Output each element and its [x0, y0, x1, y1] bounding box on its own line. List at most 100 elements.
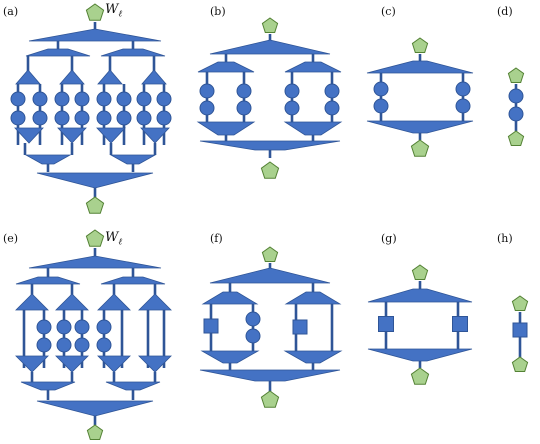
- site-tensor-circle: [32, 110, 48, 126]
- site-tensor-circle: [96, 319, 112, 335]
- boundary-pentagon: [410, 139, 430, 157]
- site-tensor-circle: [236, 83, 252, 99]
- site-tensor-circle: [96, 91, 112, 107]
- isometry-triangle: [57, 127, 87, 144]
- site-tensor-circle: [116, 91, 132, 107]
- isometry-trapezoid: [105, 381, 161, 391]
- site-tensor-circle: [373, 98, 389, 114]
- site-tensor-circle: [96, 110, 112, 126]
- isometry-trapezoid: [15, 276, 81, 285]
- isometry-trapezoid: [201, 291, 259, 305]
- boundary-pentagon: [260, 161, 280, 179]
- operator-label-e: Wℓ: [105, 230, 123, 248]
- site-tensor-circle: [74, 319, 90, 335]
- site-tensor-circle: [199, 83, 215, 99]
- isometry-triangle: [36, 400, 154, 417]
- site-tensor-circle: [74, 110, 90, 126]
- panel-label-f: (f): [210, 232, 223, 245]
- site-tensor-circle: [324, 100, 340, 116]
- boundary-pentagon: [410, 367, 430, 385]
- isometry-triangle: [97, 355, 131, 373]
- site-tensor-circle: [10, 110, 26, 126]
- boundary-pentagon: [411, 37, 429, 53]
- site-tensor-circle: [508, 106, 524, 122]
- site-tensor-circle: [74, 91, 90, 107]
- isometry-triangle: [28, 255, 162, 269]
- site-tensor-circle: [156, 91, 172, 107]
- isometry-triangle: [141, 69, 167, 85]
- isometry-triangle: [15, 293, 49, 311]
- isometry-triangle: [15, 69, 41, 85]
- site-tensor-circle: [96, 337, 112, 353]
- isometry-trapezoid: [284, 291, 342, 305]
- operator-label-a: Wℓ: [105, 2, 123, 20]
- panel-label-b: (b): [210, 5, 226, 18]
- site-tensor-circle: [245, 311, 261, 327]
- site-tensor-circle: [36, 319, 52, 335]
- isometry-trapezoid: [199, 369, 341, 382]
- isometry-triangle: [96, 127, 126, 144]
- boundary-pentagon: [86, 424, 104, 440]
- isometry-trapezoid: [199, 140, 341, 151]
- isometry-triangle: [209, 267, 331, 284]
- site-tensor-square: [452, 316, 468, 332]
- panel-label-a: (a): [3, 5, 19, 18]
- boundary-pentagon: [260, 390, 280, 408]
- isometry-triangle: [138, 355, 172, 373]
- isometry-trapezoid: [100, 276, 166, 285]
- site-tensor-square: [378, 316, 394, 332]
- boundary-pentagon: [85, 3, 105, 21]
- isometry-trapezoid: [25, 48, 91, 57]
- isometry-trapezoid: [100, 48, 166, 57]
- boundary-pentagon: [507, 130, 525, 146]
- isometry-trapezoid: [367, 348, 473, 362]
- site-tensor-square: [512, 322, 528, 338]
- isometry-triangle: [209, 39, 331, 55]
- site-tensor-circle: [74, 337, 90, 353]
- site-tensor-circle: [199, 100, 215, 116]
- isometry-triangle: [97, 293, 131, 311]
- boundary-pentagon: [85, 229, 105, 247]
- isometry-trapezoid: [109, 154, 157, 165]
- isometry-trapezoid: [196, 121, 256, 136]
- isometry-trapezoid: [20, 381, 76, 391]
- site-tensor-circle: [54, 110, 70, 126]
- boundary-pentagon: [507, 67, 525, 83]
- isometry-triangle: [59, 69, 85, 85]
- isometry-trapezoid: [283, 350, 343, 364]
- site-tensor-circle: [373, 81, 389, 97]
- site-tensor-circle: [116, 110, 132, 126]
- boundary-pentagon: [261, 17, 279, 33]
- isometry-triangle: [28, 28, 162, 42]
- boundary-pentagon: [411, 264, 429, 280]
- site-tensor-circle: [136, 110, 152, 126]
- site-tensor-circle: [10, 91, 26, 107]
- isometry-trapezoid: [200, 350, 260, 364]
- site-tensor-circle: [32, 91, 48, 107]
- panel-label-e: (e): [3, 232, 19, 245]
- site-tensor-circle: [136, 91, 152, 107]
- panel-label-c: (c): [381, 5, 396, 18]
- boundary-pentagon: [85, 196, 105, 214]
- boundary-pentagon: [511, 356, 529, 372]
- boundary-pentagon: [511, 295, 529, 311]
- isometry-triangle: [36, 172, 154, 189]
- boundary-pentagon: [261, 246, 279, 262]
- isometry-trapezoid: [283, 121, 343, 136]
- site-tensor-circle: [236, 100, 252, 116]
- panel-label-g: (g): [381, 232, 397, 245]
- site-tensor-circle: [56, 337, 72, 353]
- isometry-triangle: [140, 127, 170, 144]
- site-tensor-circle: [54, 91, 70, 107]
- panel-label-h: (h): [497, 232, 513, 245]
- site-tensor-square: [203, 318, 219, 334]
- isometry-trapezoid: [366, 60, 474, 74]
- panel-label-d: (d): [497, 5, 513, 18]
- site-tensor-circle: [508, 88, 524, 104]
- isometry-trapezoid: [197, 61, 255, 73]
- site-tensor-square: [292, 319, 308, 335]
- site-tensor-circle: [455, 81, 471, 97]
- site-tensor-circle: [455, 98, 471, 114]
- site-tensor-circle: [156, 110, 172, 126]
